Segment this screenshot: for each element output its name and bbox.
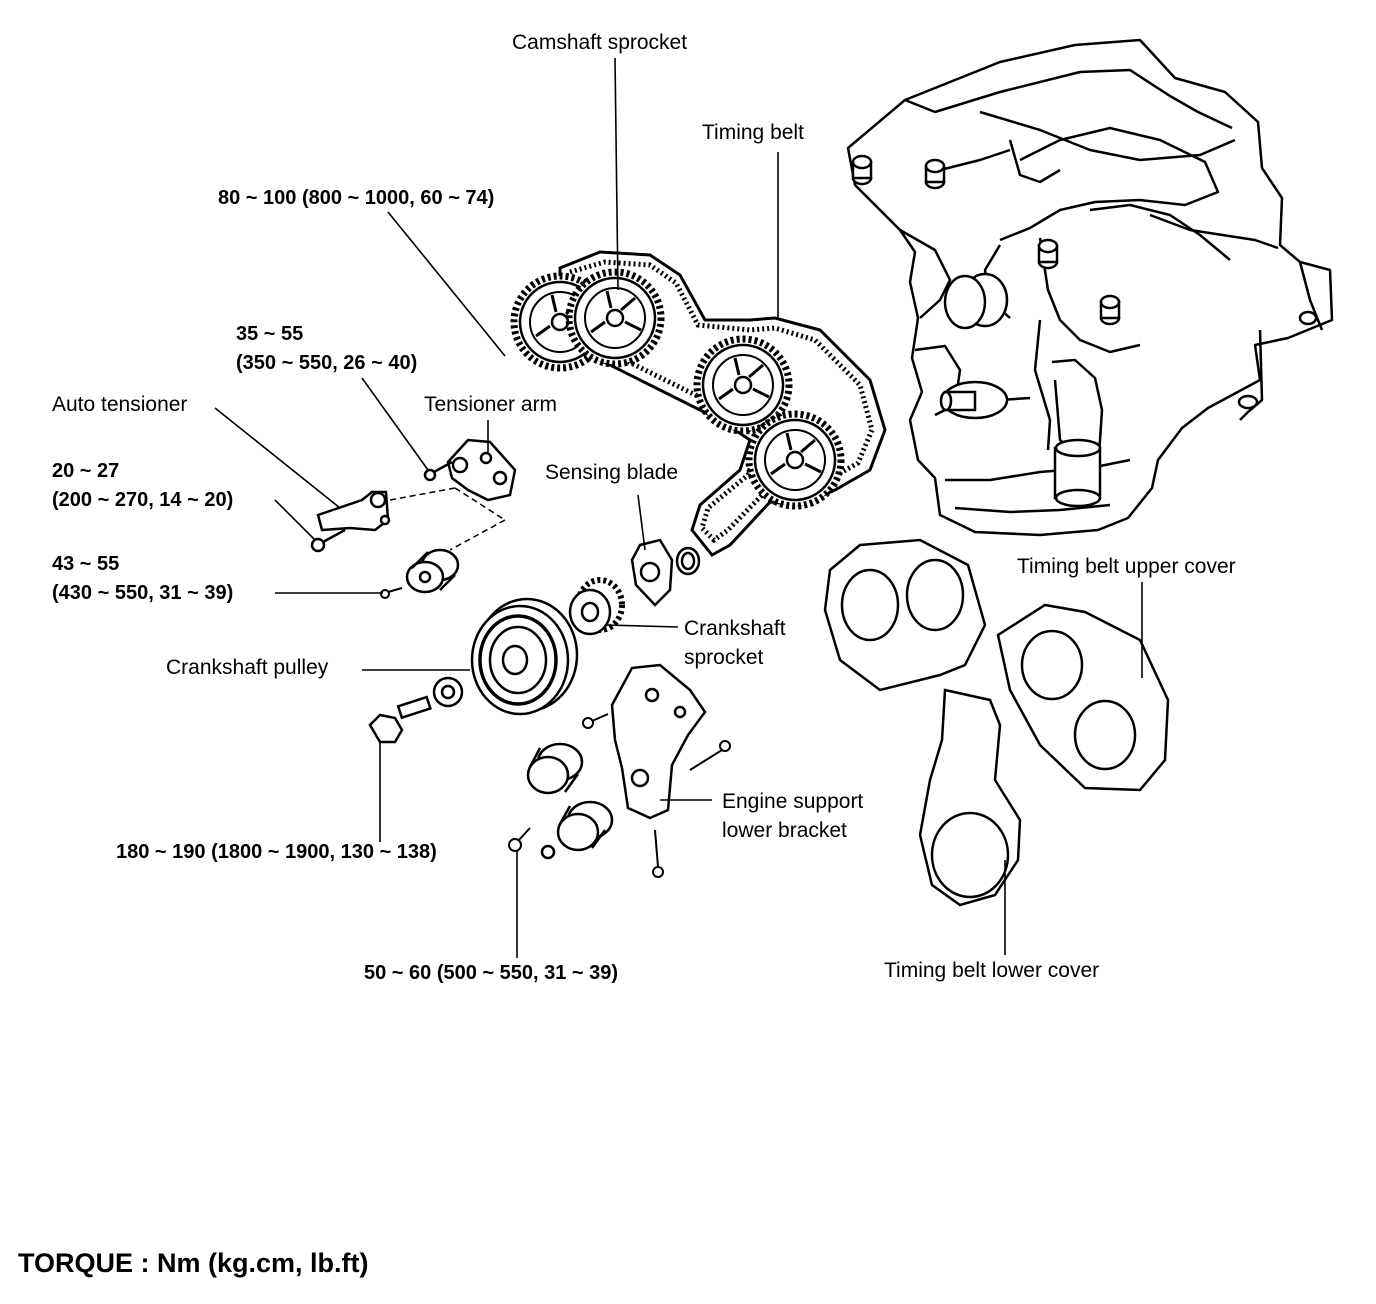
camshaft-sprocket-2 bbox=[569, 272, 661, 364]
tensioner-arm-bolt bbox=[423, 460, 453, 482]
engine-support-label-2: lower bracket bbox=[722, 819, 847, 842]
tensioner-arm-bolt-torque-2: (350 ~ 550, 26 ~ 40) bbox=[236, 352, 418, 374]
auto-tensioner-label: Auto tensioner bbox=[52, 393, 188, 416]
engine-support-label-1: Engine support bbox=[722, 790, 864, 813]
auto-tensioner-bolt bbox=[310, 528, 346, 553]
camshaft-sprocket-4 bbox=[749, 414, 841, 506]
tensioner-arm bbox=[446, 438, 517, 502]
crankshaft-pulley-part bbox=[470, 597, 579, 716]
crankshaft-pulley-label: Crankshaft pulley bbox=[166, 656, 329, 679]
timing-belt-lower-cover-part bbox=[918, 688, 1022, 907]
camshaft-sprocket-3 bbox=[697, 339, 789, 431]
camshaft-sprocket-label: Camshaft sprocket bbox=[512, 31, 688, 54]
timing-belt-upper-cover-label: Timing belt upper cover bbox=[1017, 555, 1236, 578]
engine-support-bracket bbox=[610, 663, 707, 820]
auto-tensioner-bolt-torque-1: 20 ~ 27 bbox=[52, 460, 120, 482]
idler-pulley-lower bbox=[526, 742, 614, 860]
timing-belt-lower-cover-label: Timing belt lower cover bbox=[884, 959, 1100, 982]
crank-pulley-bolt-torque: 180 ~ 190 (1800 ~ 1900, 130 ~ 138) bbox=[116, 841, 437, 863]
crankshaft-sprocket-label-2: sprocket bbox=[684, 646, 764, 669]
camshaft-bolt-torque: 80 ~ 100 (800 ~ 1000, 60 ~ 74) bbox=[218, 187, 495, 209]
idler-bolt-torque-1: 43 ~ 55 bbox=[52, 553, 120, 575]
crank-pulley-bolt bbox=[368, 695, 432, 744]
torque-units-footer: TORQUE : Nm (kg.cm, lb.ft) bbox=[18, 1248, 369, 1278]
crankshaft-sprocket-part bbox=[568, 577, 625, 636]
sensing-blade-label: Sensing blade bbox=[545, 461, 679, 484]
timing-belt-inner-cover bbox=[823, 538, 987, 692]
tensioner-arm-bolt-torque-1: 35 ~ 55 bbox=[236, 323, 304, 345]
leader-lines bbox=[214, 57, 1143, 958]
timing-belt-upper-cover-part bbox=[996, 603, 1170, 792]
auto-tensioner-part bbox=[316, 490, 391, 532]
crankshaft-sprocket-label-1: Crankshaft bbox=[684, 617, 786, 640]
bracket-bolt-torque: 50 ~ 60 (500 ~ 550, 31 ~ 39) bbox=[364, 962, 619, 984]
auto-tensioner-bolt-torque-2: (200 ~ 270, 14 ~ 20) bbox=[52, 489, 234, 511]
pulley-washer bbox=[432, 676, 464, 708]
tensioner-arm-label: Tensioner arm bbox=[424, 393, 558, 416]
sensing-blade-part bbox=[630, 538, 701, 607]
idler-pulley bbox=[405, 548, 460, 594]
timing-belt-label: Timing belt bbox=[702, 121, 804, 144]
engine-shaft bbox=[939, 272, 1102, 508]
engine-block bbox=[846, 38, 1334, 537]
idler-bolt bbox=[380, 587, 403, 599]
engine-studs bbox=[851, 154, 1318, 410]
bracket-bolts bbox=[508, 713, 731, 878]
idler-bolt-torque-2: (430 ~ 550, 31 ~ 39) bbox=[52, 582, 234, 604]
